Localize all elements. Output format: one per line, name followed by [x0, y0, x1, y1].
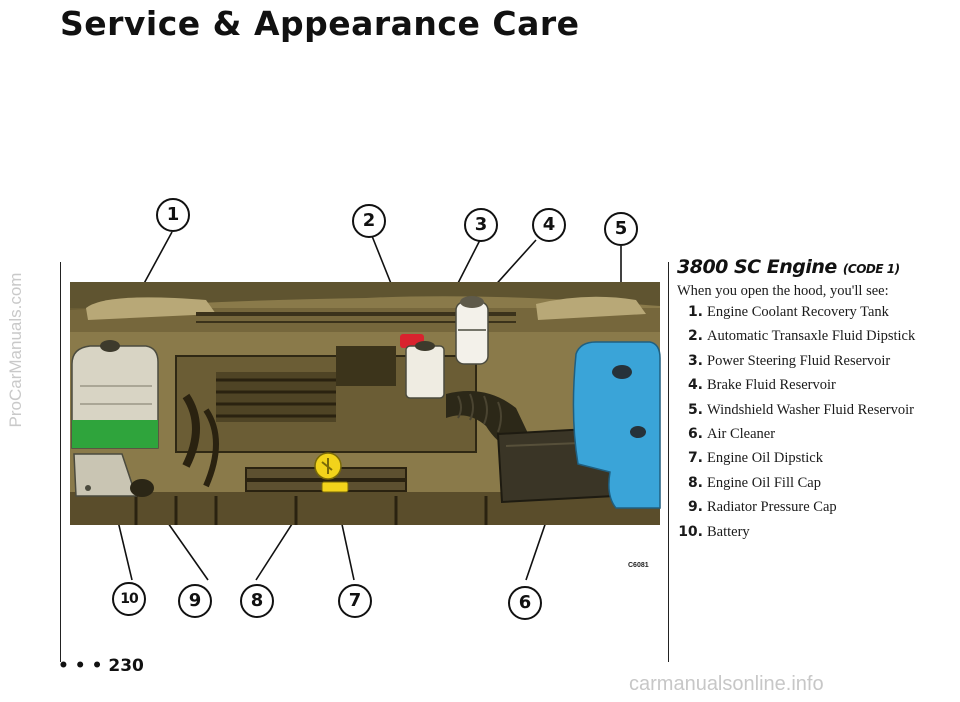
item-number: 7.: [687, 450, 703, 467]
callout-10: 10: [112, 582, 146, 616]
callout-3: 3: [464, 208, 498, 242]
list-item: 4.Brake Fluid Reservoir: [677, 377, 960, 401]
list-item: 2.Automatic Transaxle Fluid Dipstick: [677, 328, 960, 352]
item-label: Automatic Transaxle Fluid Dipstick: [707, 328, 916, 345]
callout-9: 9: [178, 584, 212, 618]
item-label: Radiator Pressure Cap: [707, 499, 837, 516]
engine-name: 3800 SC Engine: [677, 256, 837, 278]
legend-intro: When you open the hood, you'll see:: [677, 283, 889, 299]
list-item: 6.Air Cleaner: [677, 426, 960, 450]
item-label: Power Steering Fluid Reservoir: [707, 352, 891, 369]
page-number-prefix: • • •: [58, 656, 103, 676]
list-item: 5.Windshield Washer Fluid Reservoir: [677, 402, 960, 426]
callout-2: 2: [352, 204, 386, 238]
engine-heading: 3800 SC Engine (CODE 1): [677, 256, 960, 278]
engine-photo: [70, 282, 661, 525]
list-item: 8.Engine Oil Fill Cap: [677, 475, 960, 499]
item-number: 3.: [687, 352, 703, 369]
page-title: Service & Appearance Care: [60, 4, 580, 43]
engine-photo-illustration: [70, 231, 661, 581]
item-number: 4.: [687, 377, 703, 394]
callout-6: 6: [508, 586, 542, 620]
item-label: Engine Coolant Recovery Tank: [707, 304, 889, 320]
item-label: Battery: [707, 523, 750, 540]
item-number: 1.: [687, 304, 703, 320]
list-item: 9.Radiator Pressure Cap: [677, 499, 960, 523]
list-item: 10.Battery: [677, 524, 960, 548]
item-number: 10.: [678, 523, 703, 540]
list-item: 1.Engine Coolant Recovery Tank: [677, 304, 960, 328]
side-watermark: ProCarManuals.com: [2, 200, 30, 500]
engine-code: (CODE 1): [842, 262, 900, 276]
callout-1: 1: [156, 198, 190, 232]
item-label: Engine Oil Fill Cap: [707, 474, 821, 491]
item-label: Brake Fluid Reservoir: [707, 377, 836, 394]
column-rule: [668, 262, 669, 662]
item-number: 8.: [687, 474, 703, 491]
callout-7: 7: [338, 584, 372, 618]
page-number: • • • 230: [58, 656, 144, 676]
list-item: 7.Engine Oil Dipstick: [677, 450, 960, 474]
item-number: 5.: [687, 401, 703, 418]
component-legend: 3800 SC Engine (CODE 1) When you open th…: [677, 256, 960, 548]
left-rule: [60, 262, 61, 662]
legend-list: 1.Engine Coolant Recovery Tank 2.Automat…: [677, 304, 960, 548]
callout-4: 4: [532, 208, 566, 242]
source-watermark: carmanualsonline.info: [629, 673, 824, 695]
list-item: 3.Power Steering Fluid Reservoir: [677, 353, 960, 377]
item-label: Air Cleaner: [707, 425, 776, 442]
item-label: Engine Oil Dipstick: [707, 450, 823, 467]
item-number: 6.: [687, 425, 703, 442]
item-number: 9.: [687, 499, 703, 516]
callout-5: 5: [604, 212, 638, 246]
photo-code: C6081: [628, 562, 649, 569]
engine-compartment-figure: C6081 1 2 3 4 5 6 7 8 9 10: [66, 196, 666, 626]
item-label: Windshield Washer Fluid Reservoir: [707, 401, 914, 418]
callout-8: 8: [240, 584, 274, 618]
item-number: 2.: [687, 328, 703, 345]
page-number-value: 230: [108, 656, 144, 676]
side-watermark-text: ProCarManuals.com: [6, 272, 25, 428]
